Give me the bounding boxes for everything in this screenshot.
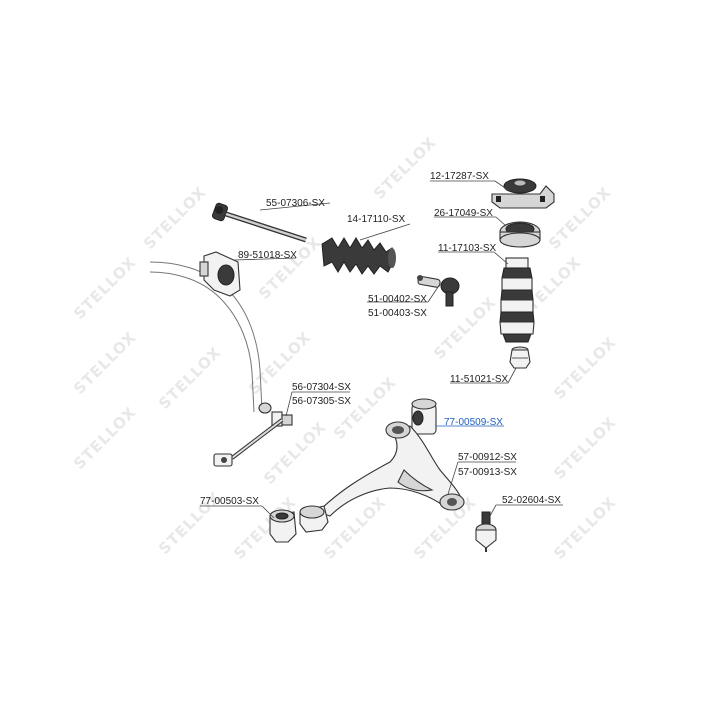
- watermark-text: STELLOX: [545, 183, 615, 253]
- steering-boot[interactable]: [321, 237, 396, 275]
- watermark-text: STELLOX: [70, 253, 140, 323]
- leader-26-17049-b: [495, 216, 507, 227]
- leader-14-17110: [359, 223, 411, 241]
- watermark-text: STELLOX: [255, 233, 325, 303]
- watermark-text: STELLOX: [370, 133, 440, 203]
- watermark-text: STELLOX: [550, 333, 620, 403]
- label-52-02604[interactable]: 52-02604-SX: [502, 495, 561, 506]
- label-11-51021[interactable]: 11-51021-SX: [450, 374, 509, 385]
- arm-bushing-front[interactable]: [269, 509, 297, 543]
- watermark-text: STELLOX: [70, 403, 140, 473]
- watermark-text: STELLOX: [430, 293, 500, 363]
- leader-77-00503-b: [261, 505, 275, 519]
- tie-rod[interactable]: [211, 202, 307, 243]
- stabilizer-link[interactable]: [213, 402, 293, 467]
- leader-55-07306: [259, 202, 331, 211]
- label-51-00403[interactable]: 51-00403-SX: [368, 308, 427, 319]
- strut-mount[interactable]: [491, 178, 555, 209]
- stabilizer-bushing[interactable]: [199, 251, 241, 297]
- label-56-07304[interactable]: 56-07304-SX: [292, 382, 351, 393]
- label-14-17110[interactable]: 14-17110-SX: [347, 214, 406, 225]
- label-56-07305[interactable]: 56-07305-SX: [292, 396, 351, 407]
- watermark-text: STELLOX: [70, 328, 140, 398]
- arm-bushing-rear[interactable]: [411, 398, 437, 435]
- leader-11-51021-b: [507, 367, 517, 384]
- leader-52-02604-b: [489, 504, 497, 517]
- label-26-17049[interactable]: 26-17049-SX: [434, 208, 493, 219]
- watermark-text: STELLOX: [550, 413, 620, 483]
- strut-boot[interactable]: [499, 257, 535, 343]
- label-77-00503[interactable]: 77-00503-SX: [200, 496, 259, 507]
- label-77-00509[interactable]: 77-00509-SX: [444, 417, 503, 428]
- control-arm[interactable]: [316, 421, 465, 517]
- leader-57-00912-b: [447, 461, 459, 495]
- strut-bearing[interactable]: [499, 221, 541, 248]
- bump-stop[interactable]: [509, 346, 531, 369]
- label-57-00913[interactable]: 57-00913-SX: [458, 467, 517, 478]
- leader-11-17103-b: [493, 251, 509, 265]
- label-57-00912[interactable]: 57-00912-SX: [458, 452, 517, 463]
- label-12-17287[interactable]: 12-17287-SX: [430, 171, 489, 182]
- ball-joint[interactable]: [475, 511, 497, 552]
- label-89-51018[interactable]: 89-51018-SX: [238, 250, 297, 261]
- leader-51-00402-b: [427, 283, 441, 303]
- leader-12-17287-b: [494, 180, 509, 191]
- leader-56-07304-b: [285, 391, 293, 417]
- label-55-07306[interactable]: 55-07306-SX: [266, 198, 325, 209]
- front-arm-bushing: [299, 505, 329, 533]
- watermark-text: STELLOX: [155, 343, 225, 413]
- leader-89-51018: [233, 257, 297, 261]
- label-51-00402[interactable]: 51-00402-SX: [368, 294, 427, 305]
- watermark-text: STELLOX: [140, 183, 210, 253]
- label-11-17103[interactable]: 11-17103-SX: [438, 243, 497, 254]
- tie-rod-end[interactable]: [417, 275, 460, 307]
